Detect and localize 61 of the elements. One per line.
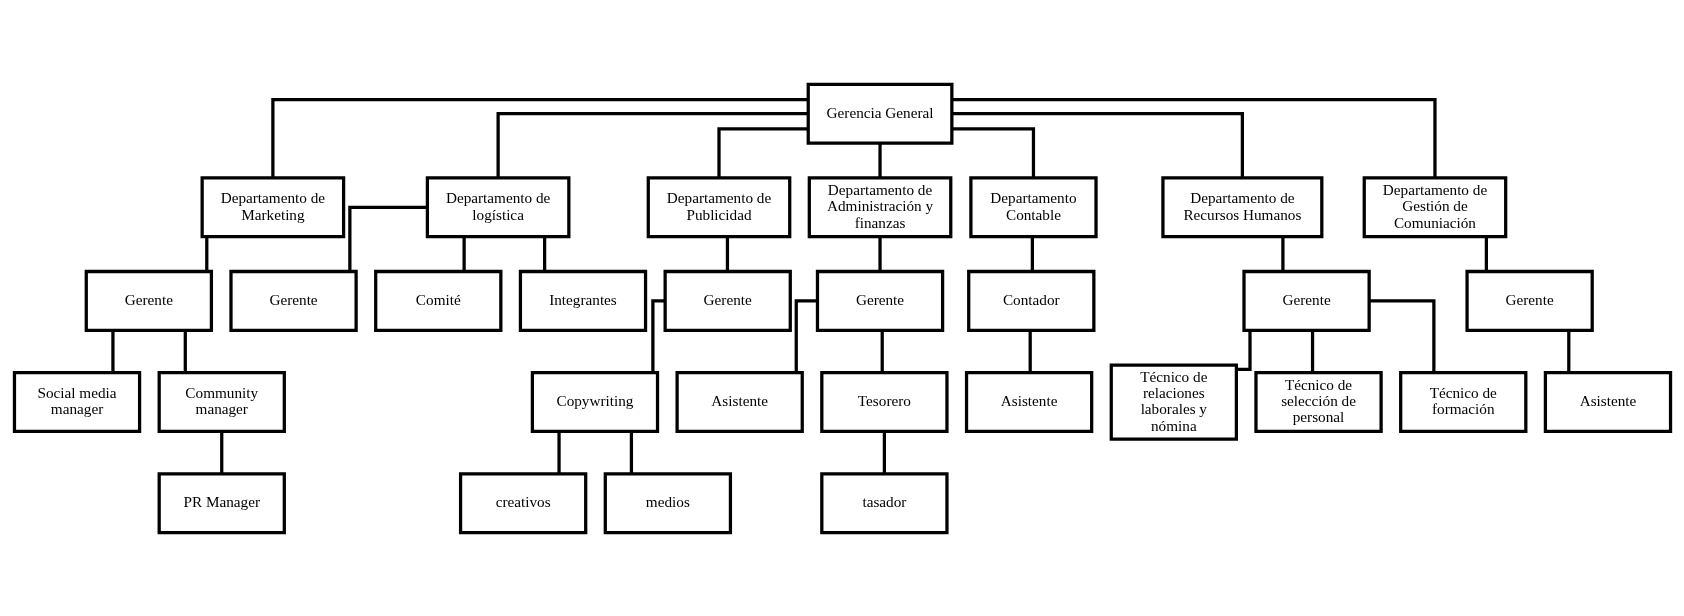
node-box: Técnico de selección de personal [1253, 370, 1383, 433]
node-box: Social media manager [12, 370, 141, 433]
connector [1030, 236, 1034, 271]
connector [1484, 236, 1488, 271]
connector [725, 236, 729, 271]
connector [716, 126, 808, 178]
connector [880, 330, 884, 372]
connector [542, 236, 546, 271]
connector [1369, 298, 1435, 372]
node-box: Comité [373, 269, 502, 332]
node-box: Departamento de logística [425, 175, 570, 238]
node-box: Gerente [1241, 269, 1371, 332]
node-box: Gerente [663, 269, 792, 332]
node-box: Técnico de formación [1398, 370, 1527, 433]
connector [882, 431, 886, 474]
node-box: Gerente [84, 269, 213, 332]
node-box: Gerente [1464, 269, 1594, 332]
connector [1566, 330, 1570, 372]
connector [1236, 329, 1252, 371]
node-box: Tesorero [819, 370, 949, 433]
connector [347, 205, 427, 271]
node-box: tasador [819, 471, 949, 534]
node-box: Asistente [1543, 370, 1672, 433]
connector [496, 111, 808, 178]
connector [951, 111, 1244, 178]
connector [270, 97, 808, 178]
node-box: Copywriting [530, 370, 659, 433]
connector [951, 97, 1437, 178]
connector [1028, 330, 1032, 372]
connector [794, 298, 817, 372]
node-box: Técnico de relaciones laborales y nómina [1109, 362, 1238, 441]
node-box: Asistente [675, 370, 804, 433]
connector [110, 330, 115, 372]
connector [556, 431, 561, 474]
connector [951, 126, 1035, 178]
node-box: PR Manager [157, 471, 286, 534]
connector [462, 236, 466, 271]
connector [650, 298, 665, 372]
connector [877, 142, 882, 178]
node-box: Gerencia General [806, 82, 953, 145]
connector [877, 236, 882, 271]
node-box: Gerente [228, 269, 358, 332]
connector [183, 330, 187, 372]
node-box: Departamento de Publicidad [646, 175, 791, 238]
node-box: medios [603, 471, 732, 534]
node-box: Departamento Contable [968, 175, 1098, 238]
node-box: Departamento de Recursos Humanos [1160, 175, 1323, 238]
connector [204, 236, 208, 271]
connector [629, 431, 633, 474]
node-box: Asistente [964, 370, 1093, 433]
node-box: Community manager [157, 370, 286, 433]
node-box: Integrantes [518, 269, 647, 332]
node-box: Departamento de Marketing [200, 175, 345, 238]
node-box: Departamento de Administración y finanzas [807, 175, 952, 238]
connector [1310, 330, 1314, 372]
node-box: creativos [458, 471, 587, 534]
node-box: Contador [966, 269, 1095, 332]
node-box: Departamento de Gestión de Comuniación [1362, 175, 1507, 238]
node-box: Gerente [815, 269, 944, 332]
connector [219, 431, 223, 474]
connector [1280, 236, 1285, 271]
